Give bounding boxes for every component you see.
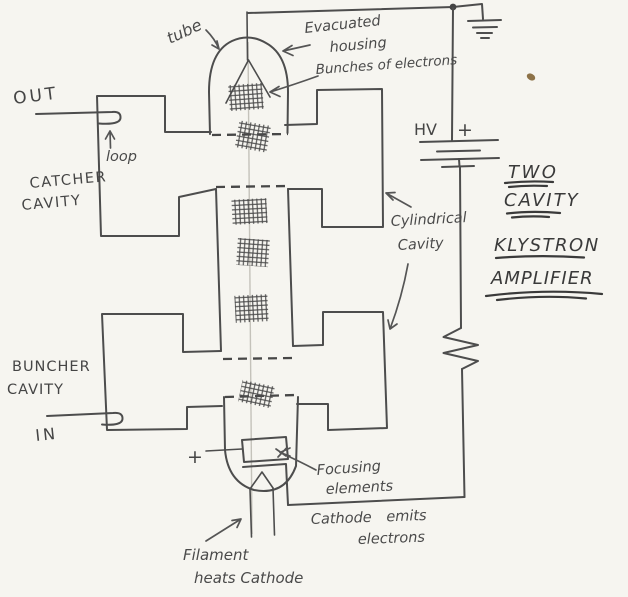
- loop-label: loop: [106, 149, 137, 165]
- hv-battery-symbol: [419, 139, 500, 168]
- hv-wire-lower: [461, 368, 466, 498]
- crosshatch-patch: [231, 198, 268, 225]
- filament-arrow: [205, 518, 242, 542]
- electron-bunch-patches: [228, 82, 275, 409]
- crosshatch-patch: [234, 294, 269, 323]
- filament: [249, 471, 276, 538]
- evacuated-housing-dome: [208, 36, 289, 135]
- evacuated-housing-arrow: [282, 44, 311, 57]
- title-underline-3: [494, 255, 586, 260]
- title-underline-1: [503, 180, 555, 189]
- cylindrical-cavity-arrow: [385, 191, 412, 208]
- drift-tube-right-wall: [287, 188, 294, 347]
- crosshatch-patch: [236, 237, 270, 268]
- crosshatch-patch: [238, 379, 275, 409]
- buncher-label-line1: BUNCHER: [12, 359, 91, 375]
- hv-plus-sign: +: [457, 119, 473, 141]
- cathode-bracket: [242, 463, 289, 506]
- title-underline-2: [505, 210, 562, 219]
- title-underline-4: [484, 290, 604, 302]
- catcher-label-line2: CAVITY: [21, 193, 82, 214]
- filament-label-line2: heats Cathode: [194, 569, 303, 587]
- evacuated-label-line1: Evacuated: [304, 13, 383, 37]
- out-wire-coupling-loop: [35, 110, 122, 125]
- evacuated-label-line2: housing: [329, 35, 387, 56]
- loop-arrow: [104, 130, 116, 149]
- hv-label: HV: [414, 120, 437, 139]
- catcher-cavity-right-block: [284, 88, 384, 228]
- out-label: OUT: [12, 84, 59, 109]
- title-line-3: KLYSTRON: [494, 235, 600, 256]
- in-wire-coupling-loop: [46, 411, 124, 426]
- cavity-curved-arrow: [387, 263, 409, 330]
- cathode-label-line1: Cathode emits: [311, 508, 428, 528]
- drift-tube-bottom-grid: [222, 356, 294, 361]
- focusing-label-line1: Focusing: [316, 459, 381, 479]
- title-line-1: TWO: [508, 162, 558, 183]
- bunches-arrow: [269, 75, 319, 98]
- in-label: IN: [34, 424, 59, 445]
- dome-stem-wire: [246, 11, 249, 61]
- hv-wire-upper: [451, 7, 454, 141]
- tube-arrow: [205, 29, 220, 50]
- cylindrical-label-line2: Cavity: [397, 236, 444, 254]
- title-line-4: AMPLIFIER: [490, 268, 594, 289]
- wire-junction-dot: [449, 3, 457, 11]
- focusing-label-line2: elements: [325, 478, 394, 498]
- buncher-cavity-left-block: [101, 313, 223, 431]
- crosshatch-patch: [234, 120, 272, 153]
- bottom-wire: [287, 496, 466, 506]
- drift-tube-top-grid: [215, 184, 289, 189]
- gun-envelope: [223, 396, 299, 492]
- focusing-element-box: [241, 436, 289, 463]
- resistor-zigzag-symbol: [442, 327, 479, 370]
- hv-wire-middle: [459, 166, 462, 329]
- catcher-cavity-left-block: [96, 95, 217, 237]
- crosshatch-patch: [228, 82, 264, 112]
- top-wire: [247, 3, 484, 20]
- cylindrical-label-line1: Cylindrical: [390, 210, 467, 230]
- annotation-arrows: [104, 29, 412, 542]
- electron-beam-axis: [247, 41, 253, 535]
- gun-plus-lead: [205, 448, 243, 452]
- bunches-label: Bunches of electrons: [315, 52, 458, 78]
- catcher-label-line1: CATCHER: [29, 169, 108, 192]
- title-line-2: CAVITY: [504, 190, 580, 211]
- paper-speck: [526, 73, 536, 81]
- title-block: TWO CAVITY KLYSTRON AMPLIFIER: [484, 162, 604, 302]
- filament-label-line1: Filament: [183, 546, 250, 564]
- gun-plus-sign: +: [187, 446, 203, 468]
- buncher-label-line2: CAVITY: [7, 382, 64, 398]
- buncher-cavity-right-block: [292, 311, 388, 431]
- earth-ground-symbol: [467, 19, 502, 39]
- cathode-label-line2: electrons: [358, 530, 426, 548]
- tube-label: tube: [164, 15, 205, 48]
- focusing-elements-arrow: [275, 446, 317, 471]
- drift-tube-left-wall: [215, 188, 222, 352]
